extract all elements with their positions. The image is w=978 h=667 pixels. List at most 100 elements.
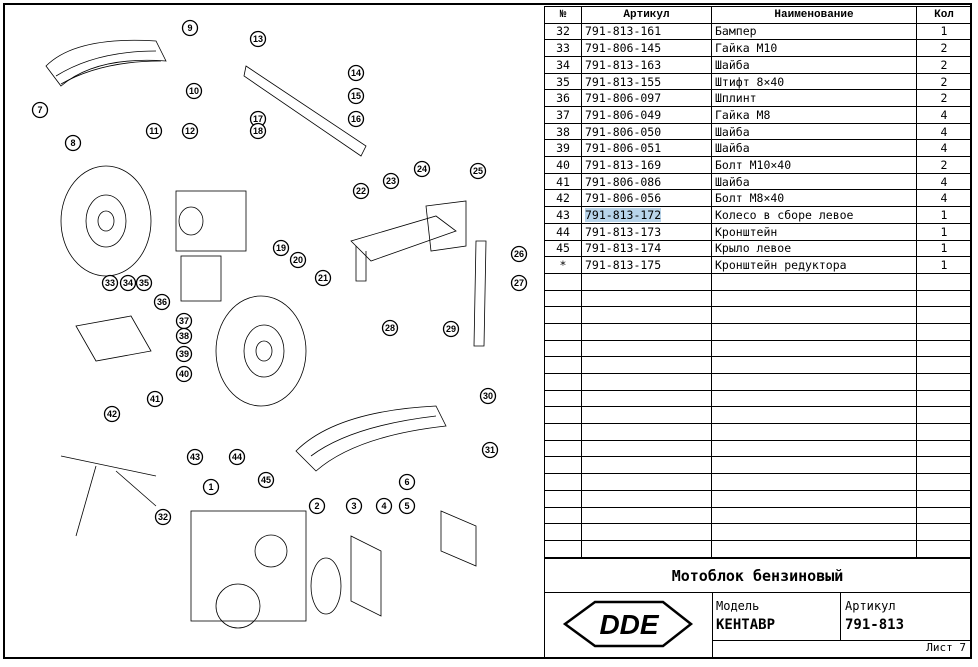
- callout-circle: [398, 473, 416, 491]
- empty-cell: [711, 439, 917, 458]
- callout-circle: [510, 274, 528, 292]
- bracket-drawing: [243, 65, 367, 157]
- row-num: 33: [544, 39, 582, 57]
- row-num: 32: [544, 22, 582, 41]
- callout-circle: [469, 162, 487, 180]
- row-num: 43: [544, 206, 582, 224]
- callout-number: 23: [386, 176, 396, 186]
- callout-number: 18: [253, 126, 263, 136]
- callout-number: 36: [157, 297, 167, 307]
- row-article: 791-806-145: [581, 39, 712, 57]
- callout-number: 26: [514, 249, 524, 259]
- callout-number: 24: [417, 164, 427, 174]
- callout-circle: [442, 320, 460, 338]
- empty-cell: [711, 489, 917, 508]
- callout-number: 37: [179, 316, 189, 326]
- empty-cell: [916, 423, 972, 441]
- empty-cell: [581, 473, 712, 491]
- empty-cell: [544, 456, 582, 475]
- callout-circle: [375, 497, 393, 515]
- row-name: Колесо в сборе левое: [711, 206, 917, 224]
- empty-row: [544, 289, 972, 308]
- callout-number: 41: [150, 394, 160, 404]
- empty-cell: [581, 322, 712, 341]
- empty-cell: [916, 322, 972, 341]
- callout-number: 35: [139, 278, 149, 288]
- callout-number: 33: [105, 278, 115, 288]
- empty-row: [544, 322, 972, 341]
- row-article: 791-806-049: [581, 106, 712, 124]
- empty-cell: [711, 356, 917, 375]
- highlighted-article[interactable]: 791-813-172: [585, 208, 662, 222]
- callout-number: 4: [381, 501, 386, 511]
- empty-row: [544, 356, 972, 375]
- fender-bottom-drawing: [295, 405, 447, 472]
- empty-cell: [916, 406, 972, 425]
- callout-number: 16: [351, 114, 361, 124]
- empty-cell: [711, 523, 917, 541]
- row-article: 791-813-169: [581, 156, 712, 174]
- empty-cell: [581, 389, 712, 408]
- callout-circle: [153, 293, 171, 311]
- row-article: 791-806-056: [581, 189, 712, 208]
- bumper-drawing: [60, 455, 157, 537]
- article-cell: Артикул 791-813: [841, 592, 970, 641]
- empty-cell: [581, 339, 712, 358]
- callout-number: 20: [293, 255, 303, 265]
- callout-circle: [479, 387, 497, 405]
- callout-number: 10: [189, 86, 199, 96]
- empty-cell: [581, 373, 712, 391]
- empty-cell: [916, 523, 972, 541]
- empty-cell: [581, 406, 712, 425]
- callout-circle: [272, 239, 290, 257]
- row-article: 791-806-051: [581, 139, 712, 158]
- parts-table-header: № Артикул Наименование Кол: [544, 6, 972, 24]
- right-wheel-drawing: [215, 295, 307, 407]
- gearbox-drawing: [175, 190, 247, 302]
- callout-number: 30: [483, 391, 493, 401]
- empty-cell: [544, 423, 582, 441]
- row-num: 38: [544, 122, 582, 141]
- row-name: Шайба: [711, 55, 917, 74]
- callout-number: 25: [473, 166, 483, 176]
- callout-number: 38: [179, 331, 189, 341]
- row-name: Штифт 8×40: [711, 72, 917, 91]
- row-name: Бампер: [711, 22, 917, 41]
- product-title: Мотоблок бензиновый: [545, 559, 970, 593]
- callout-number: 19: [276, 243, 286, 253]
- callout-number: 1: [208, 482, 213, 492]
- row-article: 791-806-097: [581, 89, 712, 108]
- callout-number: 31: [485, 445, 495, 455]
- callout-number: 42: [107, 409, 117, 419]
- callout-number: 32: [158, 512, 168, 522]
- callout-circle: [175, 365, 193, 383]
- callout-number: 21: [318, 273, 328, 283]
- empty-cell: [581, 306, 712, 324]
- empty-cell: [916, 306, 972, 324]
- empty-cell: [711, 506, 917, 525]
- row-article: 791-813-155: [581, 72, 712, 91]
- empty-cell: [711, 539, 917, 559]
- callout-number: 14: [351, 68, 361, 78]
- empty-cell: [916, 456, 972, 475]
- empty-cell: [711, 339, 917, 358]
- callout-circle: [186, 448, 204, 466]
- row-qty: 1: [916, 206, 972, 224]
- flange-gasket-drawing: [440, 510, 477, 567]
- engine-drawing: [190, 510, 307, 629]
- callout-number: 6: [404, 477, 409, 487]
- empty-cell: [711, 423, 917, 441]
- col-header-name: Наименование: [711, 6, 917, 24]
- empty-row: [544, 423, 972, 441]
- callout-number: 39: [179, 349, 189, 359]
- article-value: 791-813: [845, 617, 905, 633]
- empty-cell: [544, 439, 582, 458]
- callout-circle: [249, 30, 267, 48]
- callout-circle: [185, 82, 203, 100]
